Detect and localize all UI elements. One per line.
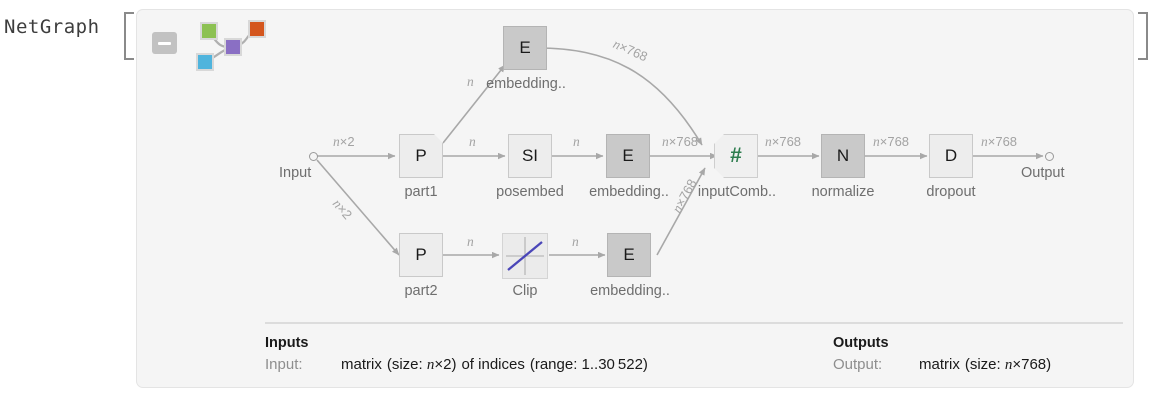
node-embedding-bottom-label: embedding.. (590, 283, 670, 299)
outputs-value-main: matrix (919, 356, 960, 373)
node-part1[interactable]: P (399, 134, 443, 178)
edge-label-embedding-top-combiner: n×768 (610, 36, 650, 65)
edge-label-clip-embedding-bottom: n (572, 234, 579, 249)
net-thumbnail-icon (183, 18, 273, 76)
edge-label-posembed-embedding-mid: n (573, 134, 580, 149)
node-posembed[interactable]: SI (508, 134, 552, 178)
inputs-block: Inputs Input: matrix(size: n×2)of indices… (265, 335, 648, 374)
inputs-key: Input: (265, 356, 303, 373)
edge-label-part2-clip: n (467, 234, 474, 249)
netgraph-panel: Input Output E embedding.. P part1 SI po… (136, 9, 1134, 388)
footer-divider (265, 322, 1123, 324)
inputs-title: Inputs (265, 335, 309, 351)
node-clip[interactable] (502, 233, 548, 279)
outputs-row: Output: matrix(size: n×768) (833, 356, 1051, 374)
outputs-key: Output: (833, 356, 883, 373)
output-port[interactable] (1045, 152, 1054, 161)
edge-label-input-part2: n×2 (329, 196, 356, 223)
node-dropout-label: dropout (926, 184, 976, 200)
node-embedding-mid[interactable]: E (606, 134, 650, 178)
node-embedding-bottom[interactable]: E (607, 233, 651, 277)
edge-label-normalize-dropout: n×768 (873, 134, 910, 149)
node-embedding-mid-label: embedding.. (589, 184, 669, 200)
collapse-button[interactable] (152, 32, 177, 54)
input-port-label: Input (279, 165, 312, 181)
node-input-combiner-label: inputComb.. (697, 184, 777, 200)
inputs-value-kind: of indices (461, 356, 525, 373)
node-dropout[interactable]: D (929, 134, 973, 178)
node-clip-label: Clip (512, 283, 538, 299)
node-part1-label: part1 (404, 184, 438, 200)
outputs-block: Outputs Output: matrix(size: n×768) (833, 335, 1051, 374)
edge-label-combiner-normalize: n×768 (765, 134, 802, 149)
node-normalize[interactable]: N (821, 134, 865, 178)
edge-label-part1-posembed: n (469, 134, 476, 149)
input-port[interactable] (309, 152, 318, 161)
edge-label-input-part1: n×2 (333, 134, 355, 149)
bracket-close (1138, 12, 1148, 60)
node-embedding-top-label: embedding.. (486, 76, 566, 92)
inputs-row: Input: matrix(size: n×2)of indices(range:… (265, 356, 648, 374)
outputs-title: Outputs (833, 335, 889, 351)
node-part2-label: part2 (404, 283, 438, 299)
node-embedding-top[interactable]: E (503, 26, 547, 70)
node-input-combiner[interactable]: # (714, 134, 758, 178)
expression-head: NetGraph (4, 16, 100, 38)
inputs-value-size: (size: n×2) (386, 356, 457, 373)
inputs-value-range: (range: 1..30 522) (529, 356, 648, 373)
edge-label-dropout-output: n×768 (981, 134, 1018, 149)
edge-label-embedding-mid-combiner: n×768 (662, 134, 699, 149)
node-normalize-label: normalize (811, 184, 875, 200)
node-posembed-label: posembed (496, 184, 564, 200)
bracket-open (124, 12, 134, 60)
inputs-value-main: matrix (341, 356, 382, 373)
node-part2[interactable]: P (399, 233, 443, 277)
edge-label-part1-embedding-top: n (467, 74, 474, 89)
output-port-label: Output (1021, 165, 1065, 181)
outputs-value-size: (size: n×768) (964, 356, 1052, 373)
